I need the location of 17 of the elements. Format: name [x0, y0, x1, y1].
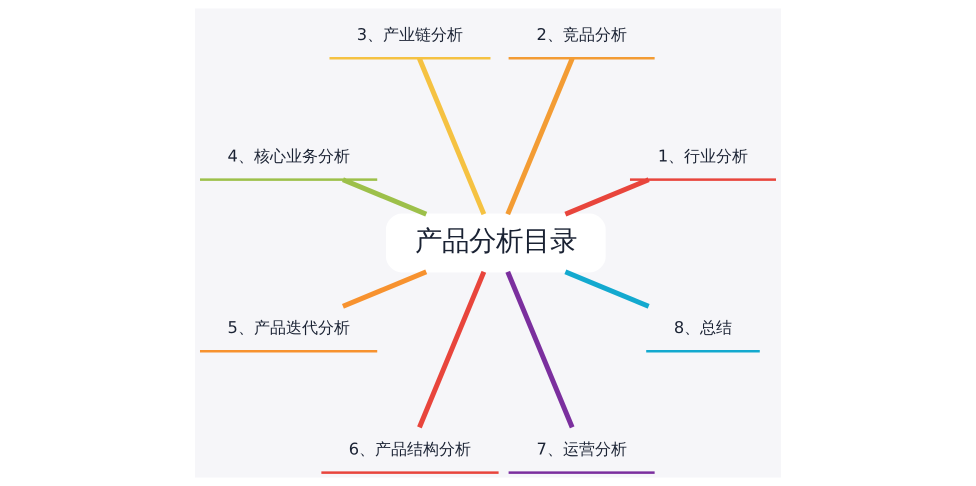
- connector: [417, 270, 486, 428]
- node-text: 3、产业链分析: [356, 25, 464, 44]
- connector: [342, 270, 428, 309]
- connector: [505, 270, 574, 428]
- node-text: 2、竞品分析: [536, 25, 627, 44]
- connector: [564, 270, 650, 309]
- node-text: 5、产品迭代分析: [227, 318, 350, 338]
- node-text: 4、核心业务分析: [227, 146, 350, 166]
- connector: [505, 58, 574, 216]
- node-text: 8、总结: [674, 318, 732, 338]
- connector: [342, 177, 428, 216]
- node-text: 6、产品结构分析: [348, 439, 472, 458]
- node-text: 7、运营分析: [536, 439, 627, 458]
- connector: [417, 58, 486, 216]
- node-text: 1、行业分析: [658, 146, 748, 166]
- node-box: 产品分析目录: [386, 214, 606, 272]
- connector: [564, 177, 650, 216]
